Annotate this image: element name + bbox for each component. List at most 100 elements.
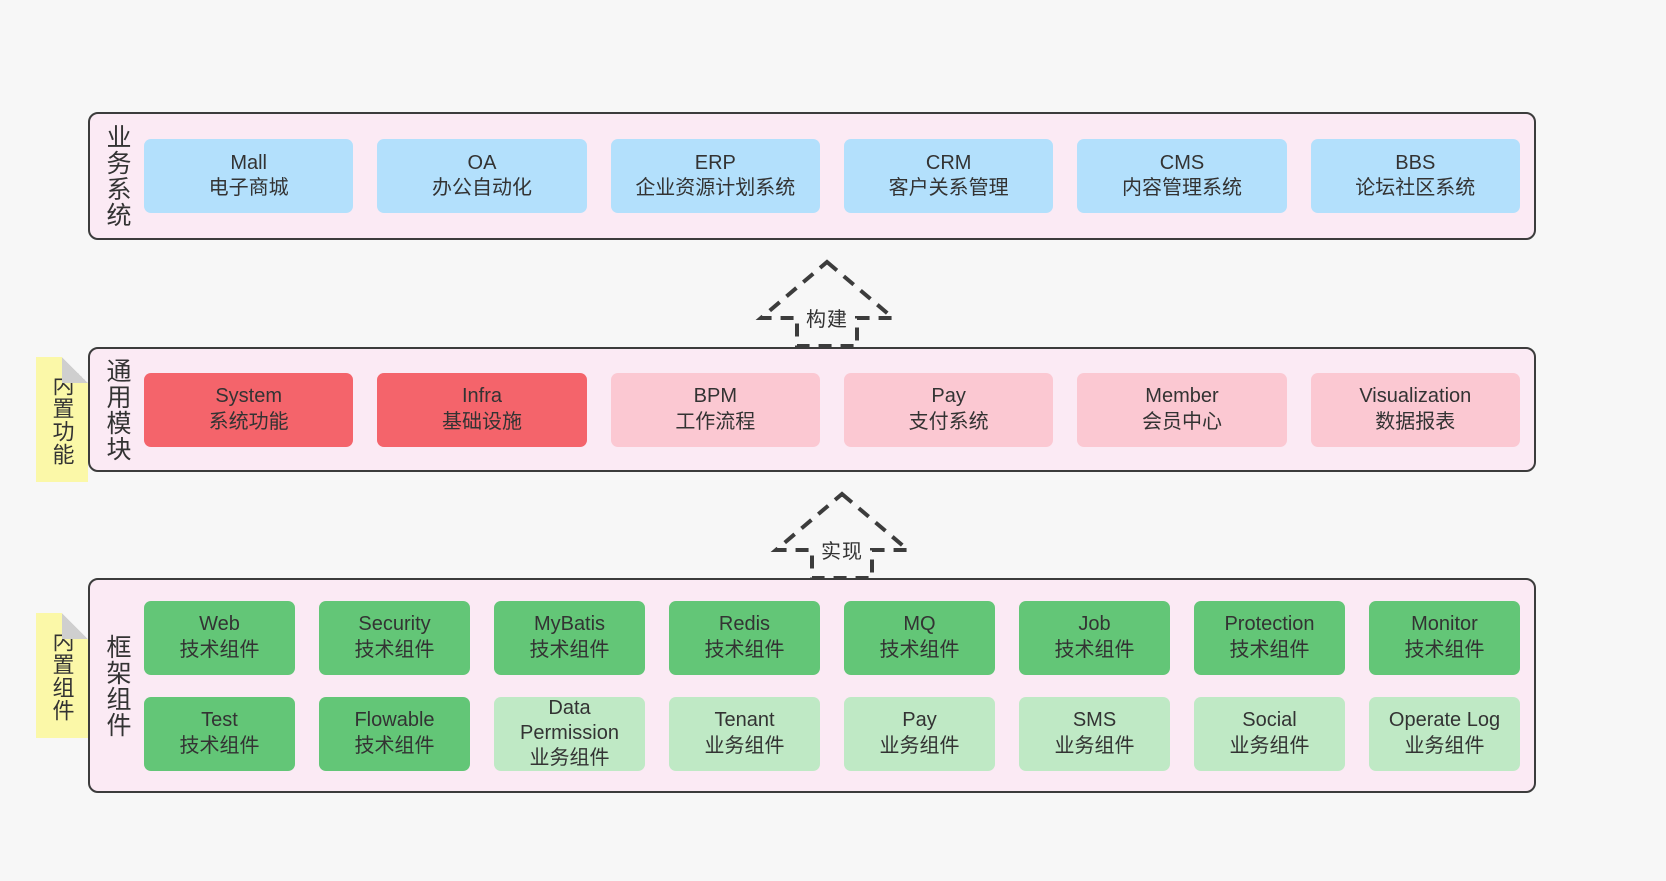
- node-social[interactable]: Social 业务组件: [1194, 696, 1345, 771]
- node-subtitle: 办公自动化: [431, 177, 532, 199]
- node-security[interactable]: Security 技术组件: [319, 600, 470, 675]
- node-pay-component[interactable]: Pay 业务组件: [844, 696, 995, 771]
- node-title: OA: [467, 151, 497, 174]
- node-title: MyBatis: [533, 613, 606, 636]
- node-sms[interactable]: SMS 业务组件: [1019, 696, 1170, 771]
- node-tenant[interactable]: Tenant 业务组件: [669, 696, 820, 771]
- node-subtitle: 系统功能: [208, 410, 289, 433]
- connector-build-label: 构建: [806, 309, 848, 331]
- node-title: Social: [1242, 709, 1297, 732]
- node-subtitle: 论坛社区系统: [1355, 177, 1476, 199]
- node-subtitle: 数据报表: [1375, 410, 1456, 433]
- sticky-note-builtin-component: 内置组件: [36, 613, 88, 738]
- node-title: Job: [1078, 613, 1111, 636]
- node-subtitle: 技术组件: [704, 638, 785, 661]
- dashed-up-arrow-icon: [770, 491, 914, 580]
- layer-common-module: 通用模块 System 系统功能 Infra 基础设施 BPM 工作流程 Pay…: [88, 347, 1536, 472]
- node-operate-log[interactable]: Operate Log 业务组件: [1369, 696, 1520, 771]
- node-title: BPM: [693, 385, 737, 408]
- node-bpm[interactable]: BPM 工作流程: [610, 372, 820, 447]
- node-subtitle: 技术组件: [1404, 638, 1485, 661]
- node-subtitle: 业务组件: [529, 747, 610, 770]
- node-cms[interactable]: CMS 内容管理系统: [1077, 139, 1287, 213]
- node-title: Redis: [718, 613, 771, 636]
- node-subtitle: 技术组件: [179, 638, 260, 661]
- dashed-up-arrow-icon: [755, 259, 899, 348]
- node-monitor[interactable]: Monitor 技术组件: [1369, 600, 1520, 675]
- node-subtitle: 内容管理系统: [1121, 177, 1242, 199]
- node-subtitle: 工作流程: [675, 410, 756, 433]
- node-subtitle: 技术组件: [354, 734, 435, 757]
- node-protection[interactable]: Protection 技术组件: [1194, 600, 1345, 675]
- sticky-note-label: 内置组件: [49, 629, 75, 722]
- node-title: Web: [199, 613, 240, 636]
- connector-build-arrow: 构建: [755, 258, 899, 348]
- node-member[interactable]: Member 会员中心: [1077, 372, 1287, 447]
- node-title: Data Permission: [520, 696, 619, 744]
- sticky-note-builtin-feature: 内置功能: [36, 357, 88, 482]
- node-crm[interactable]: CRM 客户关系管理: [843, 139, 1054, 213]
- node-system[interactable]: System 系统功能: [144, 372, 354, 447]
- node-pay[interactable]: Pay 支付系统: [843, 372, 1054, 447]
- node-subtitle: 电子商城: [208, 177, 289, 199]
- sticky-note-label: 内置功能: [49, 373, 75, 466]
- node-subtitle: 业务组件: [1404, 734, 1485, 757]
- node-subtitle: 技术组件: [879, 638, 960, 661]
- layer-framework-component: 框架组件 Web 技术组件 Security 技术组件 MyBatis 技术组件…: [88, 578, 1536, 793]
- node-subtitle: 业务组件: [704, 734, 785, 757]
- node-title: Member: [1145, 385, 1219, 408]
- node-redis[interactable]: Redis 技术组件: [669, 600, 820, 675]
- node-mybatis[interactable]: MyBatis 技术组件: [494, 600, 645, 675]
- node-row: Web 技术组件 Security 技术组件 MyBatis 技术组件 Redi…: [144, 600, 1520, 675]
- node-row: Test 技术组件 Flowable 技术组件 Data Permission …: [144, 696, 1520, 771]
- node-oa[interactable]: OA 办公自动化: [377, 139, 587, 213]
- node-bbs[interactable]: BBS 论坛社区系统: [1310, 139, 1520, 213]
- node-subtitle: 业务组件: [1054, 734, 1135, 757]
- node-title: Test: [201, 709, 238, 732]
- node-subtitle: 会员中心: [1141, 410, 1222, 433]
- layer-title-common-module: 通用模块: [103, 357, 131, 462]
- node-title: ERP: [694, 151, 736, 174]
- node-subtitle: 技术组件: [1054, 638, 1135, 661]
- node-mq[interactable]: MQ 技术组件: [844, 600, 995, 675]
- node-title: Pay: [931, 385, 966, 408]
- node-visualization[interactable]: Visualization 数据报表: [1310, 372, 1520, 447]
- node-job[interactable]: Job 技术组件: [1019, 600, 1170, 675]
- node-flowable[interactable]: Flowable 技术组件: [319, 696, 470, 771]
- node-title: Mall: [230, 151, 267, 174]
- node-title: Infra: [461, 385, 502, 408]
- layer-title-business-system: 业务系统: [103, 124, 131, 228]
- node-row: System 系统功能 Infra 基础设施 BPM 工作流程 Pay 支付系统…: [144, 372, 1520, 447]
- node-subtitle: 业务组件: [1229, 734, 1310, 757]
- layer-body-framework-component: Web 技术组件 Security 技术组件 MyBatis 技术组件 Redi…: [144, 580, 1534, 791]
- node-subtitle: 技术组件: [529, 638, 610, 661]
- node-title: Protection: [1224, 613, 1315, 636]
- node-title: BBS: [1395, 151, 1436, 174]
- node-subtitle: 基础设施: [441, 410, 522, 433]
- layer-business-system: 业务系统 Mall 电子商城 OA 办公自动化 ERP 企业资源计划系统 CRM…: [88, 112, 1536, 240]
- layer-title-framework-component: 框架组件: [103, 633, 131, 738]
- node-title: System: [215, 385, 282, 408]
- node-subtitle: 业务组件: [879, 734, 960, 757]
- node-subtitle: 企业资源计划系统: [635, 177, 796, 199]
- layer-body-common-module: System 系统功能 Infra 基础设施 BPM 工作流程 Pay 支付系统…: [144, 349, 1534, 470]
- node-web[interactable]: Web 技术组件: [144, 600, 295, 675]
- node-subtitle: 技术组件: [179, 734, 260, 757]
- node-row: Mall 电子商城 OA 办公自动化 ERP 企业资源计划系统 CRM 客户关系…: [144, 139, 1520, 213]
- node-title: Visualization: [1359, 385, 1472, 408]
- node-subtitle: 技术组件: [354, 638, 435, 661]
- node-title: Pay: [902, 709, 937, 732]
- node-erp[interactable]: ERP 企业资源计划系统: [610, 139, 820, 213]
- node-title: CMS: [1159, 151, 1205, 174]
- node-title: Flowable: [354, 709, 435, 732]
- node-title: Operate Log: [1388, 709, 1501, 732]
- node-data-permission[interactable]: Data Permission 业务组件: [494, 696, 645, 771]
- node-infra[interactable]: Infra 基础设施: [377, 372, 587, 447]
- node-title: Monitor: [1411, 613, 1478, 636]
- node-title: MQ: [903, 613, 936, 636]
- node-title: CRM: [925, 151, 972, 174]
- node-mall[interactable]: Mall 电子商城: [144, 139, 354, 213]
- node-test[interactable]: Test 技术组件: [144, 696, 295, 771]
- node-title: Security: [358, 613, 431, 636]
